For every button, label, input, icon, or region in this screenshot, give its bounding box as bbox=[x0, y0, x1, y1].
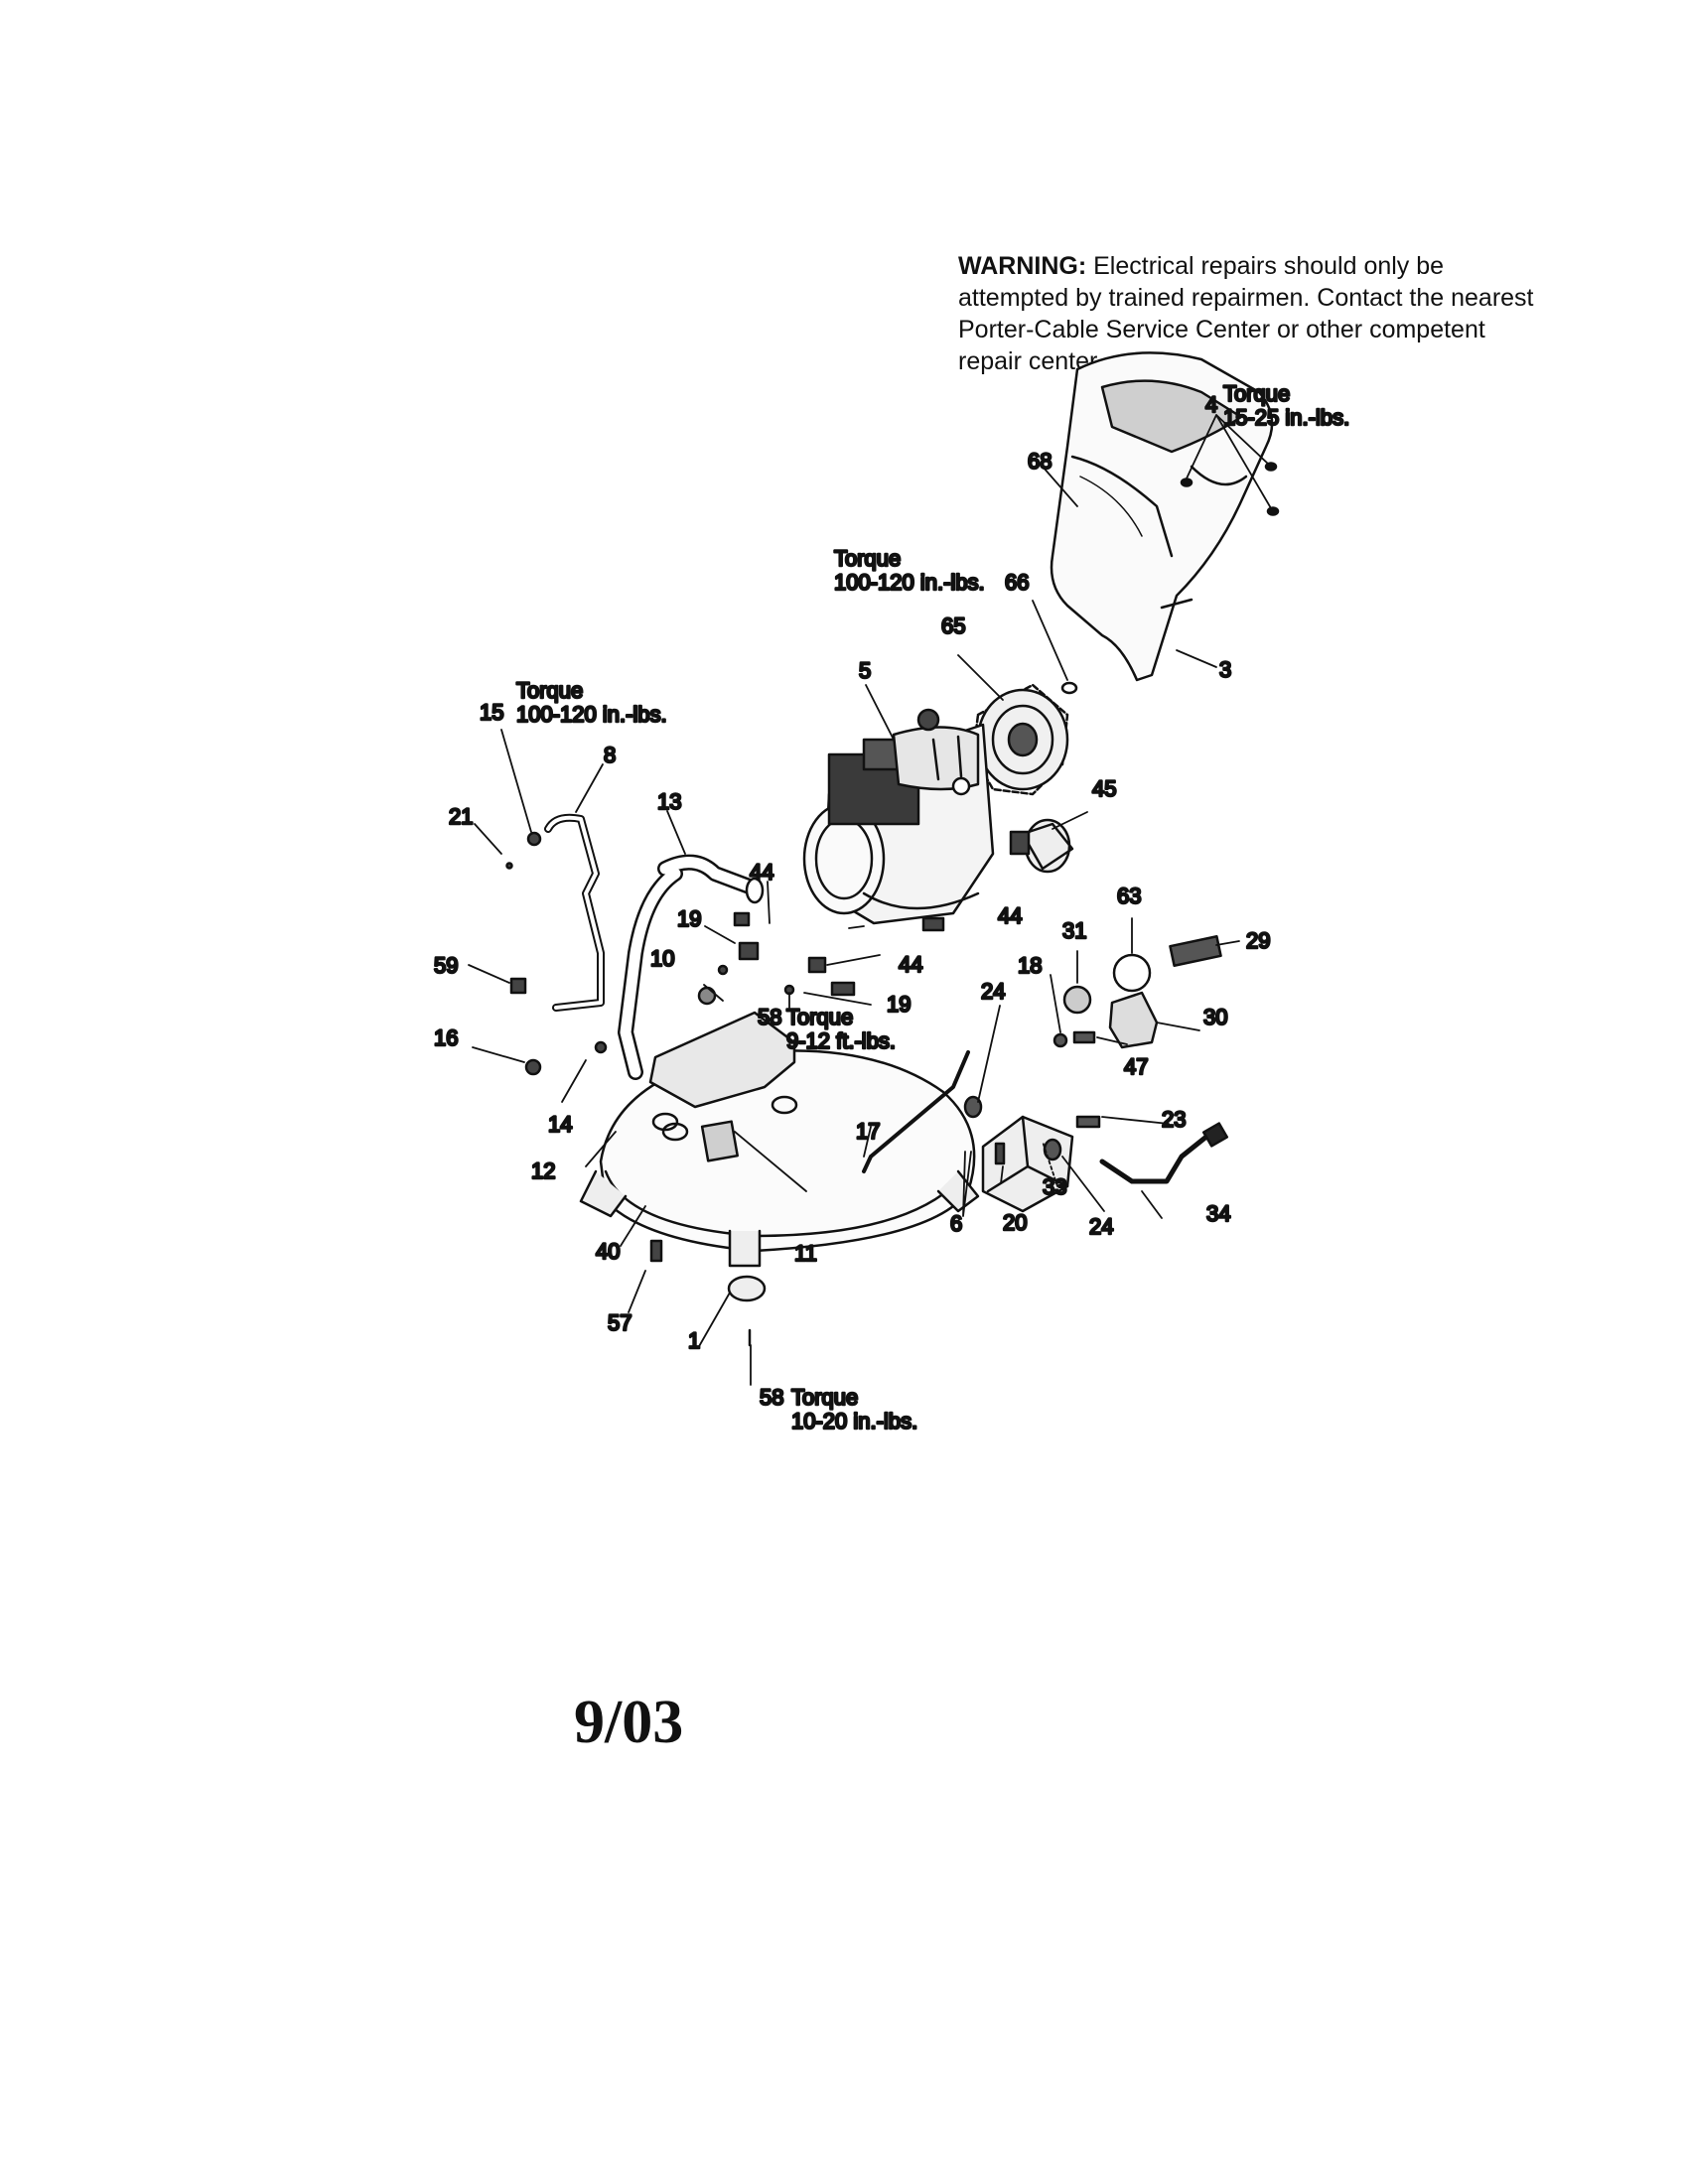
part-label-31: 31 bbox=[1062, 918, 1086, 943]
warning-note: WARNING: Electrical repairs should only … bbox=[958, 250, 1534, 377]
valves-drawing bbox=[963, 1030, 1101, 1161]
bolt-drawing bbox=[1060, 681, 1078, 695]
torque-58b-title: Torque bbox=[791, 1385, 858, 1410]
part-label-8: 8 bbox=[604, 743, 616, 767]
torque-4-value: 15-25 in.-lbs. bbox=[1223, 405, 1349, 430]
tube-17-drawing bbox=[862, 1050, 970, 1173]
part-label-40: 40 bbox=[596, 1239, 620, 1264]
shroud-drawing bbox=[1050, 351, 1274, 682]
part-label-58b: 58 bbox=[760, 1385, 783, 1410]
coupler-drawing bbox=[1169, 934, 1222, 968]
regulator-drawing bbox=[1108, 991, 1159, 1049]
part-label-24b: 24 bbox=[1089, 1214, 1113, 1239]
part-label-44a: 44 bbox=[750, 860, 773, 885]
part-label-58a: 58 bbox=[758, 1005, 781, 1029]
motor-pump-drawing bbox=[802, 708, 995, 925]
part-label-3: 3 bbox=[1219, 657, 1231, 682]
part-label-4: 4 bbox=[1205, 392, 1217, 417]
part-label-11: 11 bbox=[794, 1241, 817, 1266]
part-label-65: 65 bbox=[941, 614, 965, 638]
part-label-14: 14 bbox=[548, 1112, 572, 1137]
torque-58a-value: 9-12 ft.-lbs. bbox=[786, 1028, 896, 1053]
leader-lines bbox=[468, 414, 1272, 1386]
part-label-44c: 44 bbox=[899, 952, 922, 977]
part-label-17: 17 bbox=[856, 1119, 880, 1144]
part-label-1: 1 bbox=[688, 1328, 700, 1353]
part-label-20: 20 bbox=[1003, 1210, 1027, 1235]
part-label-19a: 19 bbox=[677, 906, 701, 931]
part-label-47: 47 bbox=[1124, 1054, 1148, 1079]
torque-58b-value: 10-20 in.-lbs. bbox=[791, 1409, 917, 1433]
small-parts-drawing bbox=[505, 831, 1006, 1165]
torque-66-title: Torque bbox=[834, 546, 901, 571]
torque-58a-title: Torque bbox=[786, 1005, 853, 1029]
part-label-5: 5 bbox=[859, 658, 871, 683]
drain-valve-drawing bbox=[649, 1239, 663, 1263]
outlet-tube-drawing bbox=[544, 813, 605, 1012]
labels: 4 Torque 15-25 in.-lbs. 68 Torque 100-12… bbox=[433, 380, 1351, 1435]
part-label-19b: 19 bbox=[887, 992, 911, 1017]
gauge-drawing bbox=[1062, 953, 1152, 1015]
date-code: 9/03 bbox=[574, 1689, 684, 1756]
part-label-10: 10 bbox=[650, 946, 674, 971]
part-label-30: 30 bbox=[1203, 1005, 1227, 1029]
part-label-33: 33 bbox=[1043, 1174, 1066, 1199]
part-label-29: 29 bbox=[1246, 928, 1270, 953]
part-label-15: 15 bbox=[480, 700, 503, 725]
part-label-24a: 24 bbox=[981, 979, 1005, 1004]
power-cord-drawing bbox=[1099, 1122, 1229, 1184]
part-label-68: 68 bbox=[1028, 449, 1052, 474]
part-label-13: 13 bbox=[657, 789, 681, 814]
bracket-drawing bbox=[648, 1011, 796, 1109]
part-label-59: 59 bbox=[434, 953, 458, 978]
part-label-16: 16 bbox=[434, 1025, 458, 1050]
part-label-34: 34 bbox=[1206, 1201, 1230, 1226]
warning-lead: WARNING: bbox=[958, 252, 1087, 280]
torque-15-title: Torque bbox=[516, 678, 583, 703]
part-label-44b: 44 bbox=[998, 903, 1022, 928]
warning-text: Electrical repairs should only be attemp… bbox=[958, 252, 1534, 375]
tank-drawing bbox=[579, 1049, 980, 1268]
part-label-21: 21 bbox=[449, 804, 473, 829]
air-filter-drawing bbox=[1009, 818, 1074, 874]
part-label-66: 66 bbox=[1005, 570, 1029, 595]
torque-4-title: Torque bbox=[1223, 381, 1290, 406]
rubber-foot-drawing bbox=[727, 1275, 767, 1302]
torque-15-value: 100-120 in.-lbs. bbox=[516, 702, 667, 727]
part-label-23: 23 bbox=[1162, 1107, 1186, 1132]
part-label-63: 63 bbox=[1117, 884, 1141, 908]
part-label-12: 12 bbox=[531, 1159, 555, 1183]
part-label-57: 57 bbox=[608, 1310, 632, 1335]
part-label-18: 18 bbox=[1018, 953, 1042, 978]
handle-drawing bbox=[618, 854, 765, 1080]
outlet-tube-inner bbox=[546, 815, 603, 1010]
torque-66-value: 100-120 in.-lbs. bbox=[834, 570, 985, 595]
part-label-6: 6 bbox=[950, 1211, 962, 1236]
part-label-45: 45 bbox=[1092, 776, 1116, 801]
